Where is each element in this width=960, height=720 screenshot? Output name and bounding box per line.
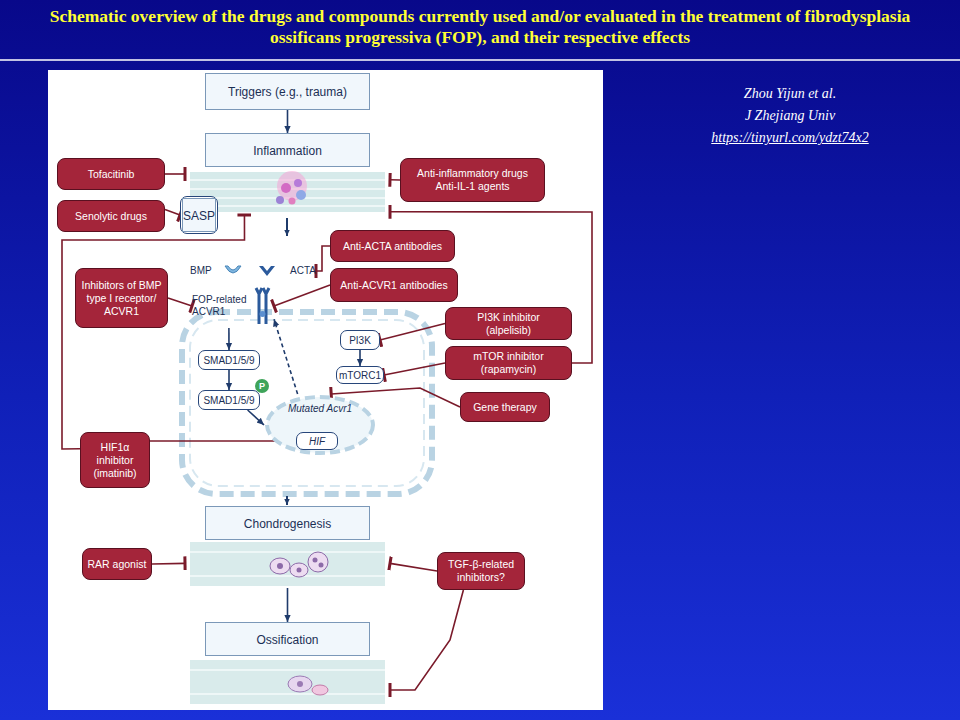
flow-arrow [228,370,230,390]
molecule-icon [224,264,242,278]
node-text: mTOR inhibitor [473,350,543,363]
node-text: mTORC1 [339,370,381,381]
molecule-icon [250,284,274,328]
process-box: Triggers (e.g., trauma) [205,73,370,110]
node-text: Chondrogenesis [205,506,370,540]
node-text: TGF-β-related inhibitors? [442,558,520,584]
nucleus-shape: Mutated Acvr1HIF [264,394,376,456]
flow-arrow [248,410,264,425]
inhibition-line [384,363,445,375]
citation-text: Zhou Yijun et al. [640,86,940,102]
citation-text: J Zhejiang Univ [640,108,940,124]
node-text: ACTA [290,265,316,277]
node-text: Gene therapy [473,401,537,414]
node-text: BMP [190,265,212,277]
drug-box: RAR agonist [82,548,152,580]
flow-arrow [228,328,230,350]
drug-box: TGF-β-related inhibitors? [437,552,525,590]
stage-box: Chondrogenesis [185,506,390,588]
node-text: SASP [182,198,216,232]
molecule-box: HIF [296,432,338,450]
inhibition-line [168,298,192,306]
flow-arrow [359,350,361,366]
drug-box: Anti-inflammatory drugsAnti-IL-1 agents [400,158,545,202]
node-text: SMAD1/5/9 [203,395,254,406]
node-text: PI3K inhibitor [477,311,539,324]
inhibition-line [390,590,463,690]
inhibition-line [316,246,330,271]
stage-box: InflammationSASP [185,133,390,215]
node-text: Senolytic drugs [75,210,147,223]
molecule-symbol: BMP [190,260,242,282]
citation-link: https://tinyurl.com/ydzt74x2 [640,130,940,146]
node-text: Mutated Acvr1 [264,403,376,414]
node-text: FOP-related ACVR1 [192,294,250,318]
molecule-box: SMAD1/5/9 [198,350,260,370]
flow-arrow [286,496,288,505]
node-text: (rapamycin) [481,363,536,376]
molecule-box: SASP [180,196,218,234]
molecule-box: mTORC1 [336,366,384,384]
node-text: RAR agonist [88,558,147,571]
inflammation-tissue [190,171,385,212]
flow-arrow [286,218,288,236]
cell-membrane [182,312,432,494]
drug-box: Anti-ACVR1 antibodies [330,268,458,302]
figure-panel [48,70,603,710]
flow-arrow [287,110,289,133]
inhibition-line [165,173,185,175]
node-text: Anti-ACVR1 antibodies [340,279,447,292]
node-text: Inhibitors of BMP type I receptor/ ACVR1 [80,279,163,318]
node-text: Anti-ACTA antibodies [343,240,442,253]
drug-box: Anti-ACTA antibodies [330,230,455,262]
inhibition-line [390,563,437,571]
molecule-symbol: ACTA [258,260,316,282]
drug-box: Senolytic drugs [57,200,165,232]
inhibition-line [62,215,245,449]
drug-box: PI3K inhibitor(alpelisib) [445,307,572,340]
node-text: Ossification [205,622,370,656]
stage-box: Ossification [185,622,390,706]
node-text: Anti-IL-1 agents [435,180,509,193]
bone-tissue [190,660,385,704]
flow-arrow [274,319,298,394]
node-text: Triggers (e.g., trauma) [228,85,347,99]
inhibition-line [152,563,185,565]
inhibition-line [380,324,445,341]
drug-box: Inhibitors of BMP type I receptor/ ACVR1 [75,268,168,328]
molecule-icon [258,264,276,278]
node-text: PI3K [349,335,371,346]
drug-box: mTOR inhibitor(rapamycin) [445,346,572,380]
header-rule [0,59,960,61]
inhibition-line [274,285,330,306]
drug-box: HIF1α inhibitor (imatinib) [80,432,150,488]
molecule-symbol: FOP-related ACVR1 [192,284,274,328]
drug-box: Gene therapy [460,392,550,422]
node-text: Inflammation [205,133,370,167]
molecule-box: SMAD1/5/9 [198,390,260,410]
node-text: Anti-inflammatory drugs [417,167,528,180]
node-text: HIF [309,436,325,447]
inhibition-line [390,179,400,181]
node-text: HIF1α inhibitor (imatinib) [85,441,145,480]
slide-title: Schematic overview of the drugs and comp… [30,6,930,48]
phosphate-label: P [255,379,269,393]
node-text: Tofacitinib [88,168,135,181]
inhibition-line [165,210,180,215]
cell-membrane-inner [190,320,424,486]
node-text: SMAD1/5/9 [203,355,254,366]
node-text: (alpelisib) [486,324,531,337]
cartilage-tissue [190,542,385,586]
molecule-box: PI3K [340,330,380,350]
flow-arrow [287,588,289,622]
drug-box: Tofacitinib [57,158,165,190]
